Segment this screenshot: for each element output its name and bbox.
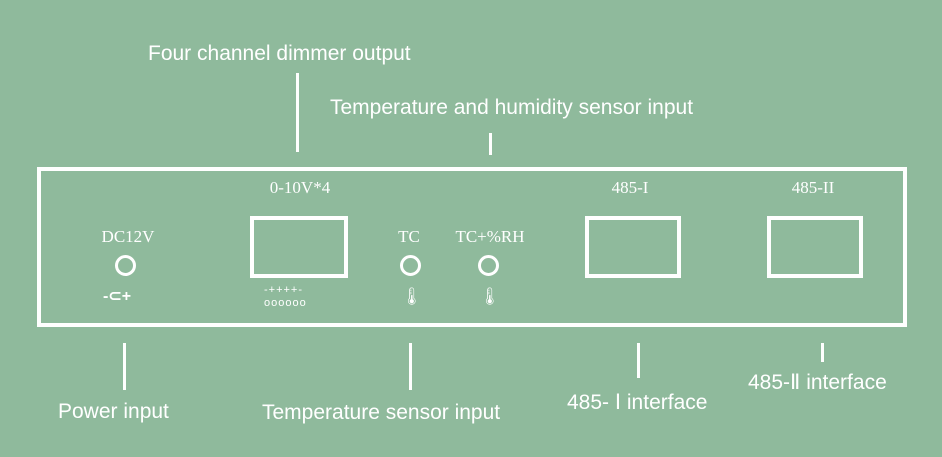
dimmer-label: 0-10V*4 xyxy=(269,178,331,197)
device-panel xyxy=(37,167,907,327)
callout-dimmer-output: Four channel dimmer output xyxy=(148,42,411,65)
rs485-2-port xyxy=(767,216,863,278)
tc-rh-port xyxy=(478,255,499,276)
terminal-icons: oooooo xyxy=(264,297,307,309)
callout-temp-humidity-input: Temperature and humidity sensor input xyxy=(330,96,694,119)
leader-line xyxy=(637,343,640,378)
leader-line xyxy=(409,343,412,390)
dc-jack xyxy=(115,255,136,276)
dc-label: DC12V xyxy=(101,227,155,246)
callout-rs485-1-interface: 485- Ⅰ interface xyxy=(567,391,708,414)
rs485-1-label: 485-I xyxy=(611,178,649,197)
callout-rs485-2-interface: 485-Ⅱ interface xyxy=(748,371,887,394)
rs485-2-label: 485-II xyxy=(791,178,835,197)
leader-line xyxy=(123,343,126,390)
tc-label: TC xyxy=(398,227,420,246)
dc-polarity-icon: -⊂+ xyxy=(103,288,132,305)
dimmer-port xyxy=(250,216,348,278)
terminal-polarity: -++++- xyxy=(264,284,304,296)
thermometer-icon: 🌡 xyxy=(401,287,423,306)
rs485-1-port xyxy=(585,216,681,278)
callout-power-input: Power input xyxy=(58,400,169,423)
tc-rh-label: TC+%RH xyxy=(455,227,525,246)
leader-line xyxy=(489,133,492,155)
thermometer-icon: 🌡 xyxy=(479,287,501,306)
leader-line xyxy=(821,343,824,362)
tc-port xyxy=(400,255,421,276)
callout-temp-sensor-input: Temperature sensor input xyxy=(262,401,501,424)
leader-line xyxy=(296,73,299,152)
